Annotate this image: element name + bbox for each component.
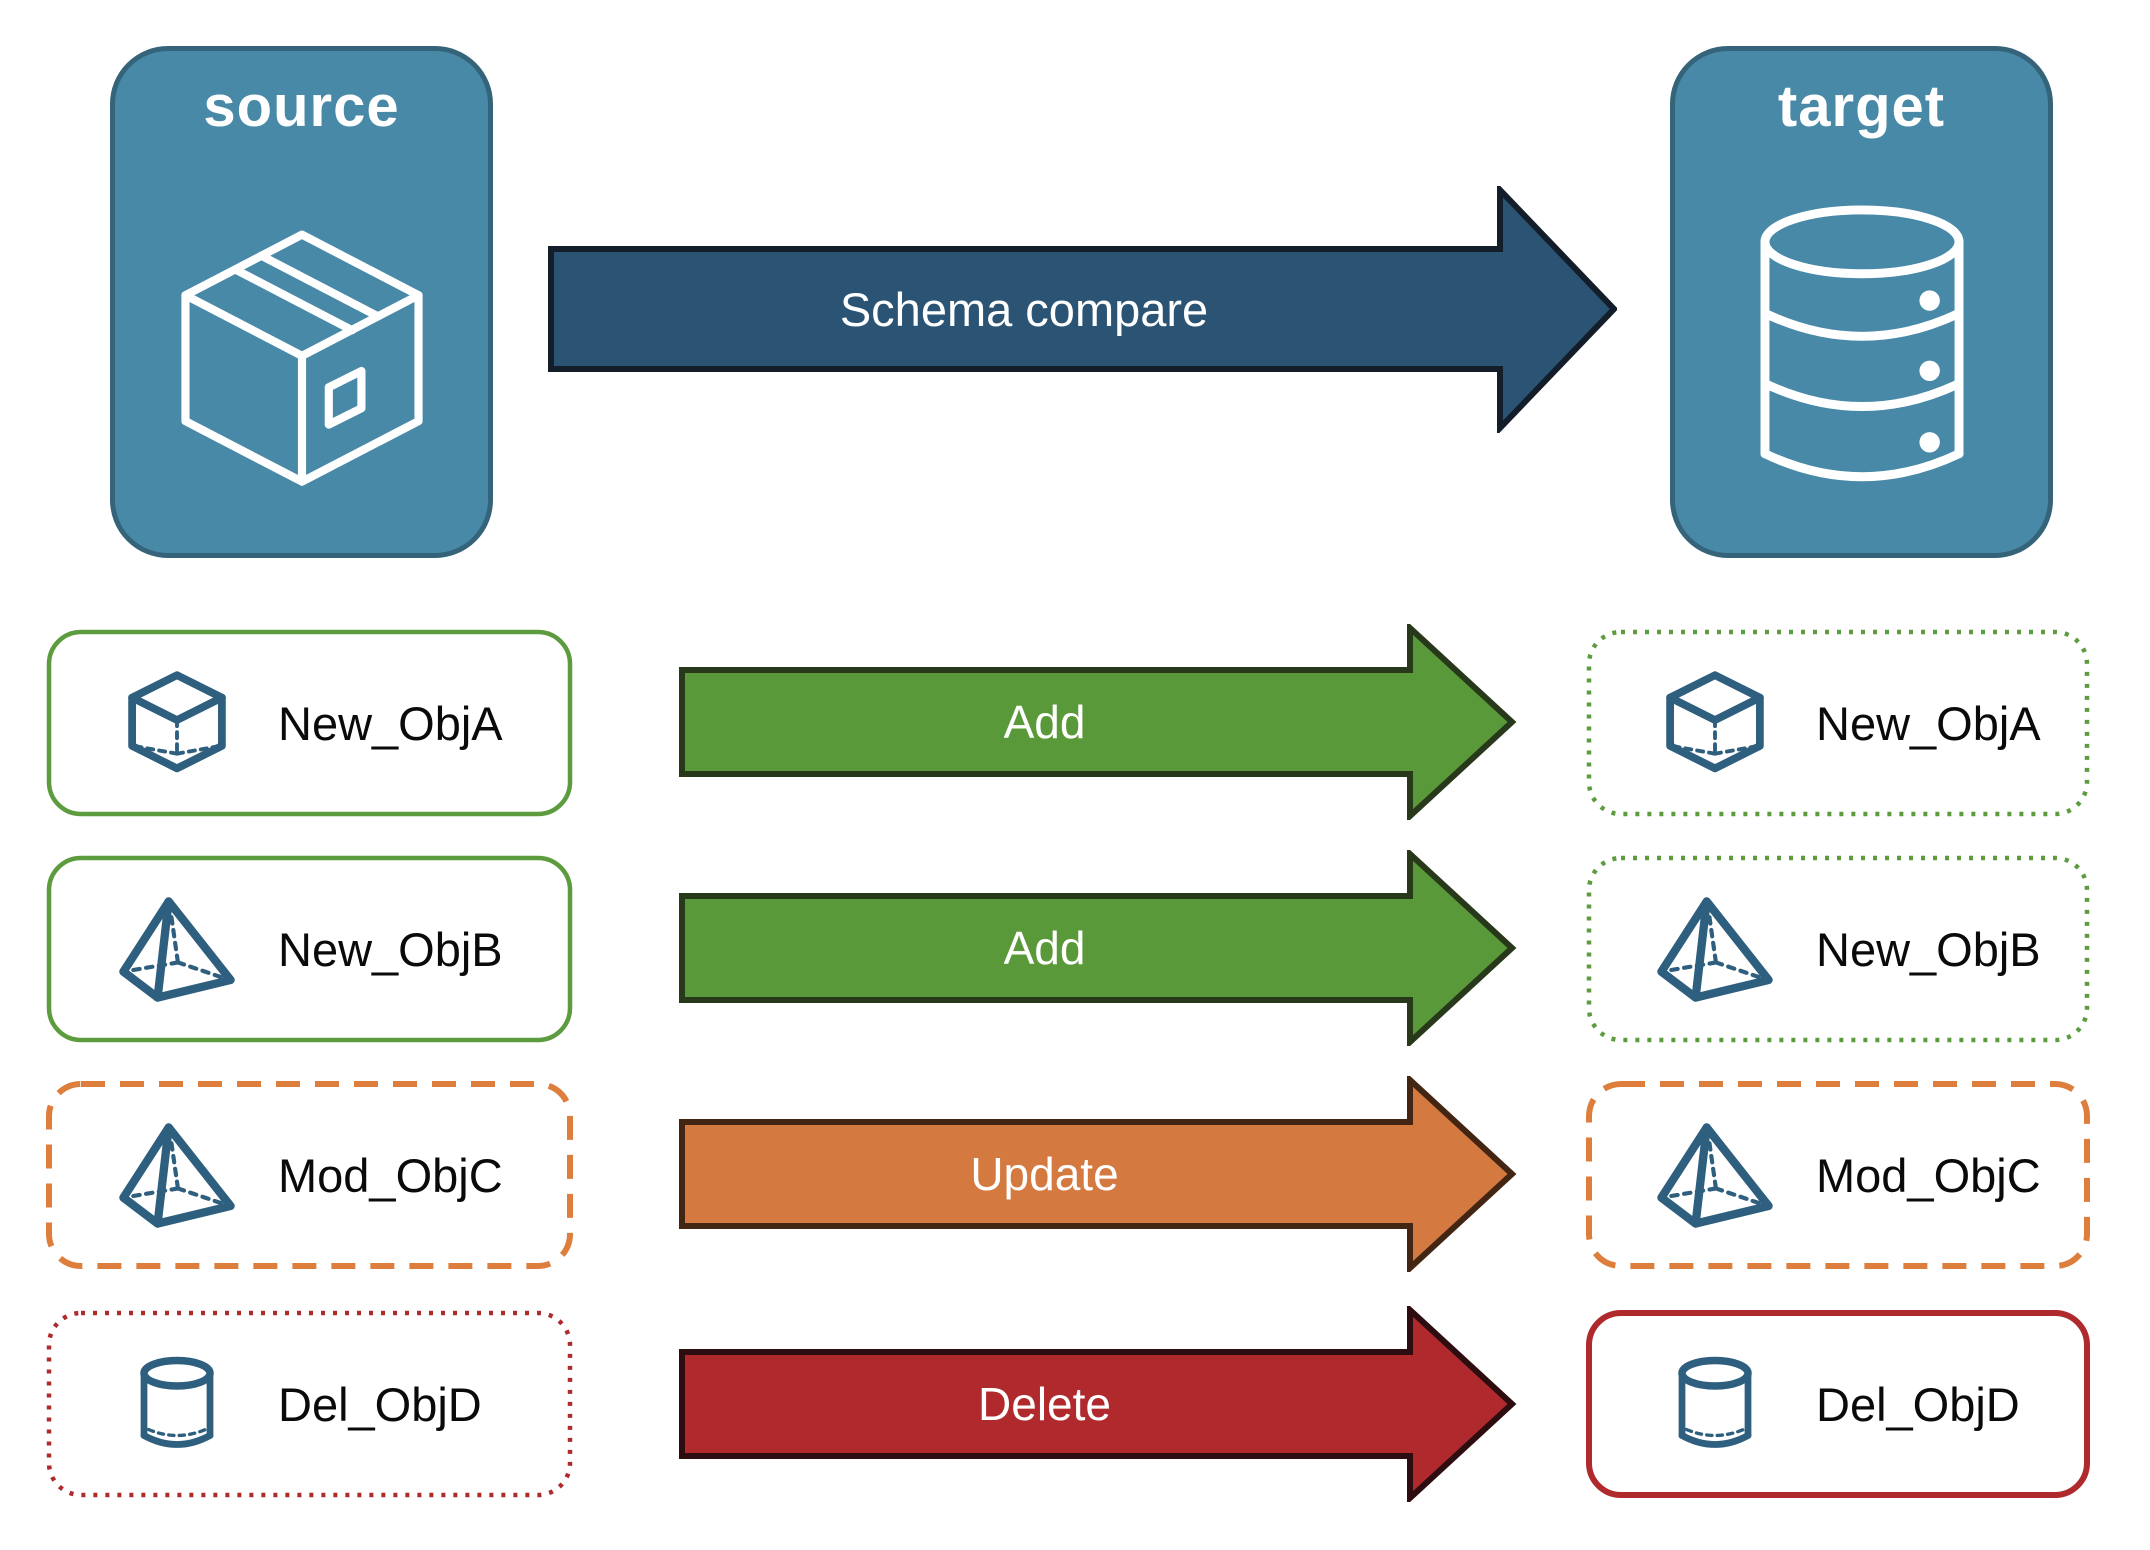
database-icon xyxy=(1760,205,1963,482)
object-label: Del_ObjD xyxy=(1816,1377,2020,1431)
object-label: New_ObjA xyxy=(278,696,503,750)
pyramid-icon xyxy=(1644,1121,1786,1230)
box-border xyxy=(1586,855,2090,1043)
box-border xyxy=(46,1081,573,1269)
add-arrow-shape xyxy=(679,624,1517,820)
source-object-new-objb: New_ObjB xyxy=(46,855,573,1043)
source-object-del-objd: Del_ObjD xyxy=(46,1310,573,1498)
object-label: Mod_ObjC xyxy=(1816,1148,2041,1202)
schema-compare-arrow: Schema compare xyxy=(548,186,1617,433)
object-label: New_ObjB xyxy=(1816,922,2041,976)
source-title: source xyxy=(203,74,400,139)
add-arrow-2: Add xyxy=(679,850,1518,1046)
box-border xyxy=(1586,1081,2090,1269)
target-object-new-obja: New_ObjA xyxy=(1586,629,2090,817)
target-object-del-objd: Del_ObjD xyxy=(1586,1310,2090,1498)
add-arrow-label: Add xyxy=(1003,696,1086,748)
delete-arrow-shape xyxy=(679,1306,1517,1502)
box-border xyxy=(1586,1310,2090,1498)
add-arrow-label: Add xyxy=(1003,922,1086,974)
add-arrow-1: Add xyxy=(679,624,1518,820)
source-object-new-obja: New_ObjA xyxy=(46,629,573,817)
cube-icon xyxy=(106,670,248,777)
box-border xyxy=(46,855,573,1043)
object-label: Mod_ObjC xyxy=(278,1148,503,1202)
cube-icon xyxy=(1644,670,1786,777)
box-border xyxy=(1586,629,2090,817)
target-node: target xyxy=(1670,46,2053,558)
source-node: source xyxy=(110,46,493,558)
delete-arrow-label: Delete xyxy=(978,1378,1111,1430)
schema-compare-label: Schema compare xyxy=(839,282,1209,336)
target-title: target xyxy=(1777,74,1946,139)
pyramid-icon xyxy=(106,895,248,1004)
box-border xyxy=(46,629,573,817)
update-arrow: Update xyxy=(679,1076,1518,1272)
delete-arrow: Delete xyxy=(679,1306,1518,1502)
object-label: Del_ObjD xyxy=(278,1377,482,1431)
object-label: New_ObjB xyxy=(278,922,503,976)
cylinder-icon xyxy=(106,1356,248,1452)
package-icon xyxy=(180,230,423,486)
box-border xyxy=(46,1310,573,1498)
update-arrow-label: Update xyxy=(970,1148,1119,1200)
target-object-new-objb: New_ObjB xyxy=(1586,855,2090,1043)
pyramid-icon xyxy=(106,1121,248,1230)
object-label: New_ObjA xyxy=(1816,696,2041,750)
add-arrow-shape xyxy=(679,850,1517,1046)
pyramid-icon xyxy=(1644,895,1786,1004)
target-object-mod-objc: Mod_ObjC xyxy=(1586,1081,2090,1269)
update-arrow-shape xyxy=(679,1076,1517,1272)
schema-compare-arrow-shape xyxy=(548,186,1617,433)
source-object-mod-objc: Mod_ObjC xyxy=(46,1081,573,1269)
cylinder-icon xyxy=(1644,1356,1786,1452)
